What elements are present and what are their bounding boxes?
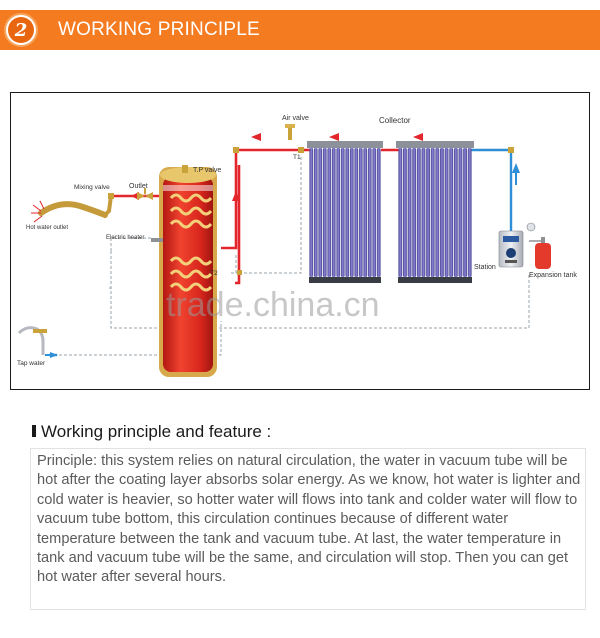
feature-body-text: Principle: this system relies on natural… bbox=[37, 453, 581, 586]
vacuum-tube bbox=[444, 148, 449, 277]
tap-water-label: Tap water bbox=[17, 360, 46, 367]
t2-label: T2 bbox=[210, 270, 218, 277]
mixing-valve-label: Mixing valve bbox=[74, 184, 110, 191]
vacuum-tube bbox=[349, 148, 354, 277]
hot-water-outlet-label: Hot water outlet bbox=[26, 225, 68, 231]
vacuum-tube bbox=[358, 148, 363, 277]
station-label: Station bbox=[474, 264, 496, 271]
vacuum-tube bbox=[367, 148, 372, 277]
vacuum-tube bbox=[412, 148, 417, 277]
vacuum-tube bbox=[345, 148, 350, 277]
vacuum-tube bbox=[458, 148, 463, 277]
vacuum-tube bbox=[318, 148, 323, 277]
vacuum-tube bbox=[435, 148, 440, 277]
vacuum-tube bbox=[398, 148, 403, 277]
section-title: WORKING PRINCIPLE bbox=[58, 19, 260, 40]
vacuum-tube bbox=[336, 148, 341, 277]
section-header-bar bbox=[0, 10, 600, 50]
vacuum-tube bbox=[327, 148, 332, 277]
vacuum-tube bbox=[430, 148, 435, 277]
expansion-tank-label: Expansion tank bbox=[529, 272, 577, 279]
vacuum-tube bbox=[440, 148, 444, 277]
vacuum-tube bbox=[407, 148, 412, 277]
tp-valve-label: T.P valve bbox=[193, 167, 221, 174]
vacuum-tube bbox=[416, 148, 421, 277]
step-number: 2 bbox=[8, 17, 34, 43]
connector-dots bbox=[108, 147, 514, 275]
cold-flow-arrow bbox=[45, 163, 520, 358]
air-valve-label: Air valve bbox=[282, 115, 309, 122]
hot-water-outlet-fixture bbox=[31, 195, 113, 223]
vacuum-tube bbox=[463, 148, 467, 277]
air-valve-icon bbox=[285, 124, 295, 140]
feature-heading: Working principle and feature : bbox=[32, 422, 271, 442]
vacuum-tube bbox=[340, 148, 345, 277]
vacuum-tube bbox=[363, 148, 368, 277]
working-principle-diagram: Air valve Collector T1 T2 T.P valve Outl… bbox=[10, 92, 590, 390]
outlet-valve-icon bbox=[137, 188, 153, 200]
vacuum-tube bbox=[421, 148, 426, 277]
feature-heading-text: Working principle and feature : bbox=[41, 422, 272, 441]
storage-tank bbox=[151, 165, 217, 377]
feature-box bbox=[30, 448, 586, 610]
outlet-label: Outlet bbox=[129, 183, 148, 190]
vacuum-tube bbox=[313, 148, 318, 277]
vacuum-tube bbox=[331, 148, 336, 277]
tap-water-fixture bbox=[17, 326, 47, 355]
vacuum-tube bbox=[467, 148, 472, 277]
heading-bullet bbox=[32, 425, 36, 437]
vacuum-tube bbox=[354, 148, 359, 277]
vacuum-tube bbox=[322, 148, 327, 277]
collector-label: Collector bbox=[379, 116, 411, 125]
vacuum-tube bbox=[403, 148, 407, 277]
vacuum-tube bbox=[372, 148, 377, 277]
step-number-badge: 2 bbox=[4, 13, 38, 47]
t1-label: T1 bbox=[293, 154, 301, 161]
collector-panel-right bbox=[396, 141, 474, 283]
vacuum-tube bbox=[309, 148, 314, 277]
electric-heater-label: Electric heater bbox=[106, 235, 144, 241]
vacuum-tube bbox=[426, 148, 430, 277]
system-schematic: Air valve Collector T1 T2 T.P valve Outl… bbox=[17, 115, 577, 377]
collector-panel-left bbox=[307, 141, 383, 283]
vacuum-tube bbox=[453, 148, 458, 277]
vacuum-tube bbox=[376, 148, 381, 277]
dashed-cold-lines bbox=[49, 157, 530, 356]
vacuum-tube bbox=[449, 148, 454, 277]
watermark-text: trade.china.cn bbox=[166, 286, 380, 324]
pump-station bbox=[498, 230, 524, 268]
expansion-tank bbox=[526, 222, 551, 269]
